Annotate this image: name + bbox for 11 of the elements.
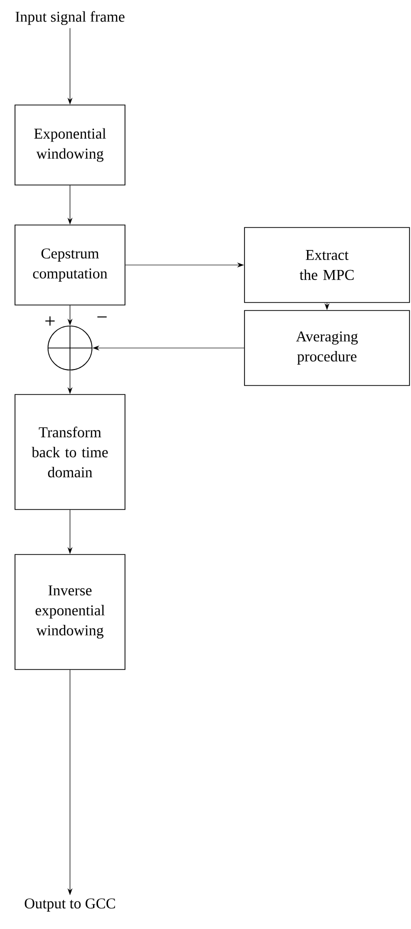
sign-label: − [97, 316, 107, 318]
text-label: Input signal frame [16, 11, 124, 25]
process-box: Transform back to time domain [14, 394, 126, 510]
process-box: Exponential windowing [14, 104, 126, 186]
sign-label: + [45, 316, 55, 326]
process-box: Cepstrum computation [14, 224, 126, 306]
process-box: Inverse exponential windowing [14, 554, 126, 670]
process-box: Averaging procedure [244, 310, 410, 386]
process-box: Extract the MPC [244, 227, 410, 303]
summing-junction [48, 326, 92, 370]
text-label: Output to GCC [24, 898, 115, 912]
